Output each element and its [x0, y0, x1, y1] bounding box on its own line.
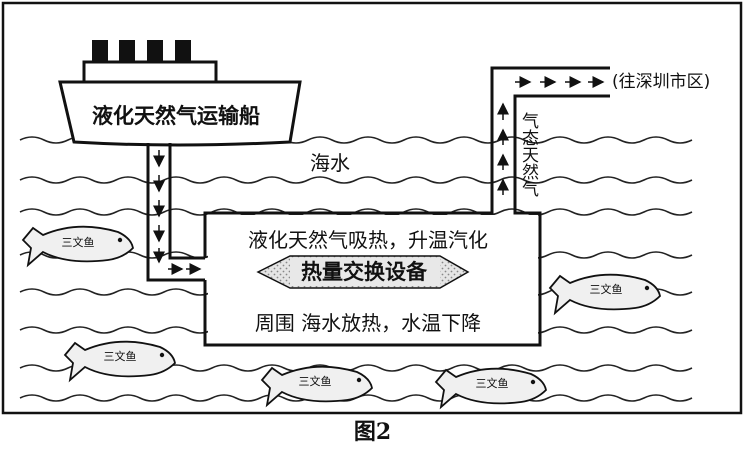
- destination-label: (往深圳市区): [612, 72, 710, 92]
- fish-label-1: 三文鱼: [62, 235, 95, 249]
- exchange-bottom-label: 周围 海水放热，水温下降: [255, 311, 481, 335]
- figure-frame: [1, 1, 743, 415]
- salmon-fish-1: [21, 225, 134, 268]
- fish-label-5: 三文鱼: [590, 282, 623, 296]
- heat-exchanger-label-bg: [290, 258, 440, 286]
- figure-caption: 图2: [353, 419, 392, 445]
- ship-label: 液化天然气运输船: [92, 104, 260, 128]
- fish-label-4: 三文鱼: [476, 376, 509, 390]
- seawater-label: 海水: [310, 151, 350, 175]
- lng-ship: [58, 40, 302, 147]
- gas-label: 气态天然气: [518, 112, 539, 197]
- flow-arrows: [153, 76, 605, 275]
- fish-label-2: 三文鱼: [104, 349, 137, 363]
- fish-label-3: 三文鱼: [299, 374, 332, 388]
- exchange-top-label: 液化天然气吸热，升温汽化: [248, 228, 488, 252]
- salmon-fish-3: [260, 365, 373, 408]
- salmon-fish-4: [434, 367, 547, 410]
- heat-exchanger-label: 热量交换设备: [301, 260, 428, 284]
- salmon-fish-2: [63, 340, 176, 383]
- salmon-fish-5: [548, 273, 661, 316]
- pipeline: [146, 66, 610, 347]
